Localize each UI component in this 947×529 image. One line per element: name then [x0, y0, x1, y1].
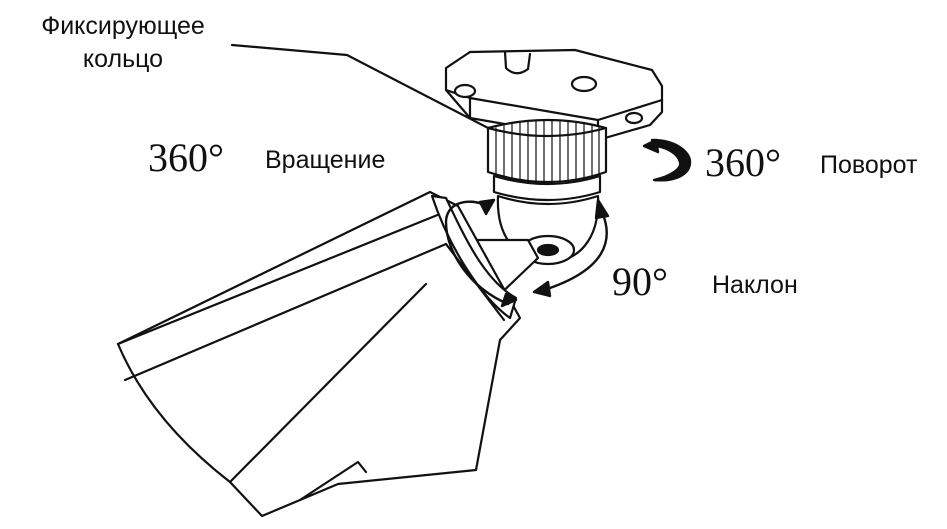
screw-hole	[453, 83, 477, 99]
fixing-ring	[486, 118, 608, 184]
pan-arrow-icon	[642, 138, 692, 182]
tilt-arrow-icon	[532, 198, 610, 298]
pan-angle: 360°	[705, 140, 781, 185]
rotation-label: Вращение	[265, 146, 386, 174]
fixing-ring-label: Фиксирующее кольцо	[8, 10, 238, 75]
fixing-ring-label-line2: кольцо	[82, 44, 164, 73]
screw-hole	[624, 111, 644, 125]
leader-line	[230, 43, 494, 132]
housing-front-ring	[430, 194, 518, 320]
screw-hole	[570, 75, 598, 93]
pan-label: Поворот	[820, 151, 918, 179]
fixing-ring-label-line1: Фиксирующее	[41, 12, 205, 40]
rotation-angle: 360°	[148, 135, 224, 180]
tilt-angle: 90°	[612, 259, 668, 304]
rotation-arrow-icon	[444, 198, 518, 308]
mount-plate	[444, 48, 664, 142]
tilt-label: Наклон	[712, 271, 798, 299]
